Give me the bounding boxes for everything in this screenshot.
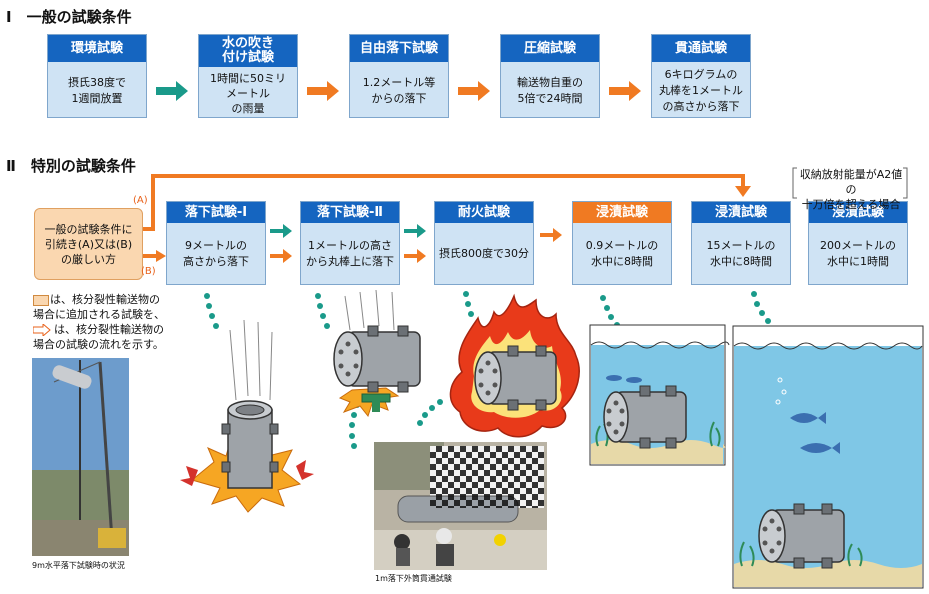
box-body: 摂氏38度で 1週間放置 xyxy=(68,75,126,105)
drop-test-1-box: 落下試験-Ⅰ 9メートルの 高さから落下 xyxy=(166,201,266,285)
immersion-200m-box: 浸漬試験 200メートルの 水中に1時間 xyxy=(808,201,908,285)
box-body: 9メートルの 高さから落下 xyxy=(183,239,249,268)
path-a-line xyxy=(141,174,745,231)
immersion-0-9m-box: 浸漬試験 0.9メートルの 水中に8時間 xyxy=(572,201,672,285)
legend-line-2: 場合に追加される試験を、 xyxy=(33,308,165,321)
box-header: 圧縮試験 xyxy=(501,35,599,62)
teal-arrow-2 xyxy=(270,224,292,238)
fire-test-illustration xyxy=(449,293,580,438)
orange-arrow-6 xyxy=(540,228,562,242)
box-body: 6キログラムの 丸棒を1メートル の高さから落下 xyxy=(659,67,743,113)
orange-arrow-2 xyxy=(458,81,490,101)
box-header: 貫通試験 xyxy=(652,35,750,62)
a2-callout: 収納放射能量がA2値の 十万倍を超える場合 xyxy=(799,168,903,211)
box-body: 15メートルの 水中に8時間 xyxy=(706,239,776,268)
legend-arrow-icon xyxy=(33,324,51,336)
compression-test-box: 圧縮試験 輸送物自重の 5倍で24時間 xyxy=(500,34,600,118)
box-body: 1メートルの高さ から丸棒上に落下 xyxy=(306,239,394,268)
box-header: 水の吹き 付け試験 xyxy=(199,35,297,67)
teal-arrow-1 xyxy=(156,81,188,101)
teal-arrow-3 xyxy=(404,224,426,238)
box-body: 200メートルの 水中に1時間 xyxy=(820,239,896,268)
legend-line-3: は、核分裂性輸送物の xyxy=(54,323,164,336)
box-header: 浸漬試験 xyxy=(692,202,790,223)
orange-arrow-4 xyxy=(270,249,292,263)
free-drop-test-box: 自由落下試験 1.2メートル等 からの落下 xyxy=(349,34,449,118)
dotted-connectors xyxy=(204,291,771,449)
env-test-box: 環境試験 摂氏38度で 1週間放置 xyxy=(47,34,147,118)
drop-test-2-illustration xyxy=(333,289,421,418)
start-condition-box: 一般の試験条件に 引続き(A)又は(B) の厳しい方 xyxy=(34,208,143,280)
box-body: 0.9メートルの 水中に8時間 xyxy=(585,239,659,268)
photo-2-caption: 1m落下外筒貫通試験 xyxy=(375,574,452,583)
orange-arrow-1 xyxy=(307,81,339,101)
box-header: 落下試験-Ⅱ xyxy=(301,202,399,223)
drop-test-1-illustration xyxy=(180,319,314,513)
orange-arrow-5 xyxy=(404,249,426,263)
photo-1-caption: 9m水平落下試験時の状況 xyxy=(32,561,125,570)
drop-test-2-box: 落下試験-Ⅱ 1メートルの高さ から丸棒上に落下 xyxy=(300,201,400,285)
box-header: 耐火試験 xyxy=(435,202,533,223)
water-spray-test-box: 水の吹き 付け試験 1時間に50ミリ メートル の雨量 xyxy=(198,34,298,118)
box-header: 環境試験 xyxy=(48,35,146,62)
box-header: 浸漬試験 xyxy=(573,202,671,223)
legend-line-4: 場合の試験の流れを示す。 xyxy=(33,338,164,351)
callout-bracket xyxy=(792,167,908,199)
photo-9m-drop xyxy=(32,358,129,556)
box-header: 自由落下試験 xyxy=(350,35,448,62)
legend-swatch xyxy=(33,295,49,306)
immersion-15m-box: 浸漬試験 15メートルの 水中に8時間 xyxy=(691,201,791,285)
immersion-15m-illustration xyxy=(732,325,924,589)
path-a-label: (A) xyxy=(133,195,148,206)
section-2-title: Ⅱ 特別の試験条件 xyxy=(6,157,136,175)
legend-line-1: は、核分裂性輸送物の xyxy=(50,293,160,306)
box-header: 落下試験-Ⅰ xyxy=(167,202,265,223)
box-body: 輸送物自重の 5倍で24時間 xyxy=(517,75,583,105)
checkerboard-backdrop xyxy=(430,446,544,508)
section-1-title: Ⅰ 一般の試験条件 xyxy=(6,8,132,26)
immersion-0-9m-illustration xyxy=(589,324,730,466)
box-body: 1時間に50ミリ メートル の雨量 xyxy=(210,71,286,115)
fire-test-box: 耐火試験 摂氏800度で30分 xyxy=(434,201,534,285)
box-body: 摂氏800度で30分 xyxy=(439,247,529,260)
orange-arrow-3 xyxy=(609,81,641,101)
penetration-test-box: 貫通試験 6キログラムの 丸棒を1メートル の高さから落下 xyxy=(651,34,751,118)
box-header: 浸漬試験 xyxy=(809,202,907,223)
box-body: 1.2メートル等 からの落下 xyxy=(362,75,436,105)
path-b-label: (B) xyxy=(141,266,156,277)
path-a-arrowhead xyxy=(735,186,751,197)
path-b-arrowhead xyxy=(156,250,166,262)
